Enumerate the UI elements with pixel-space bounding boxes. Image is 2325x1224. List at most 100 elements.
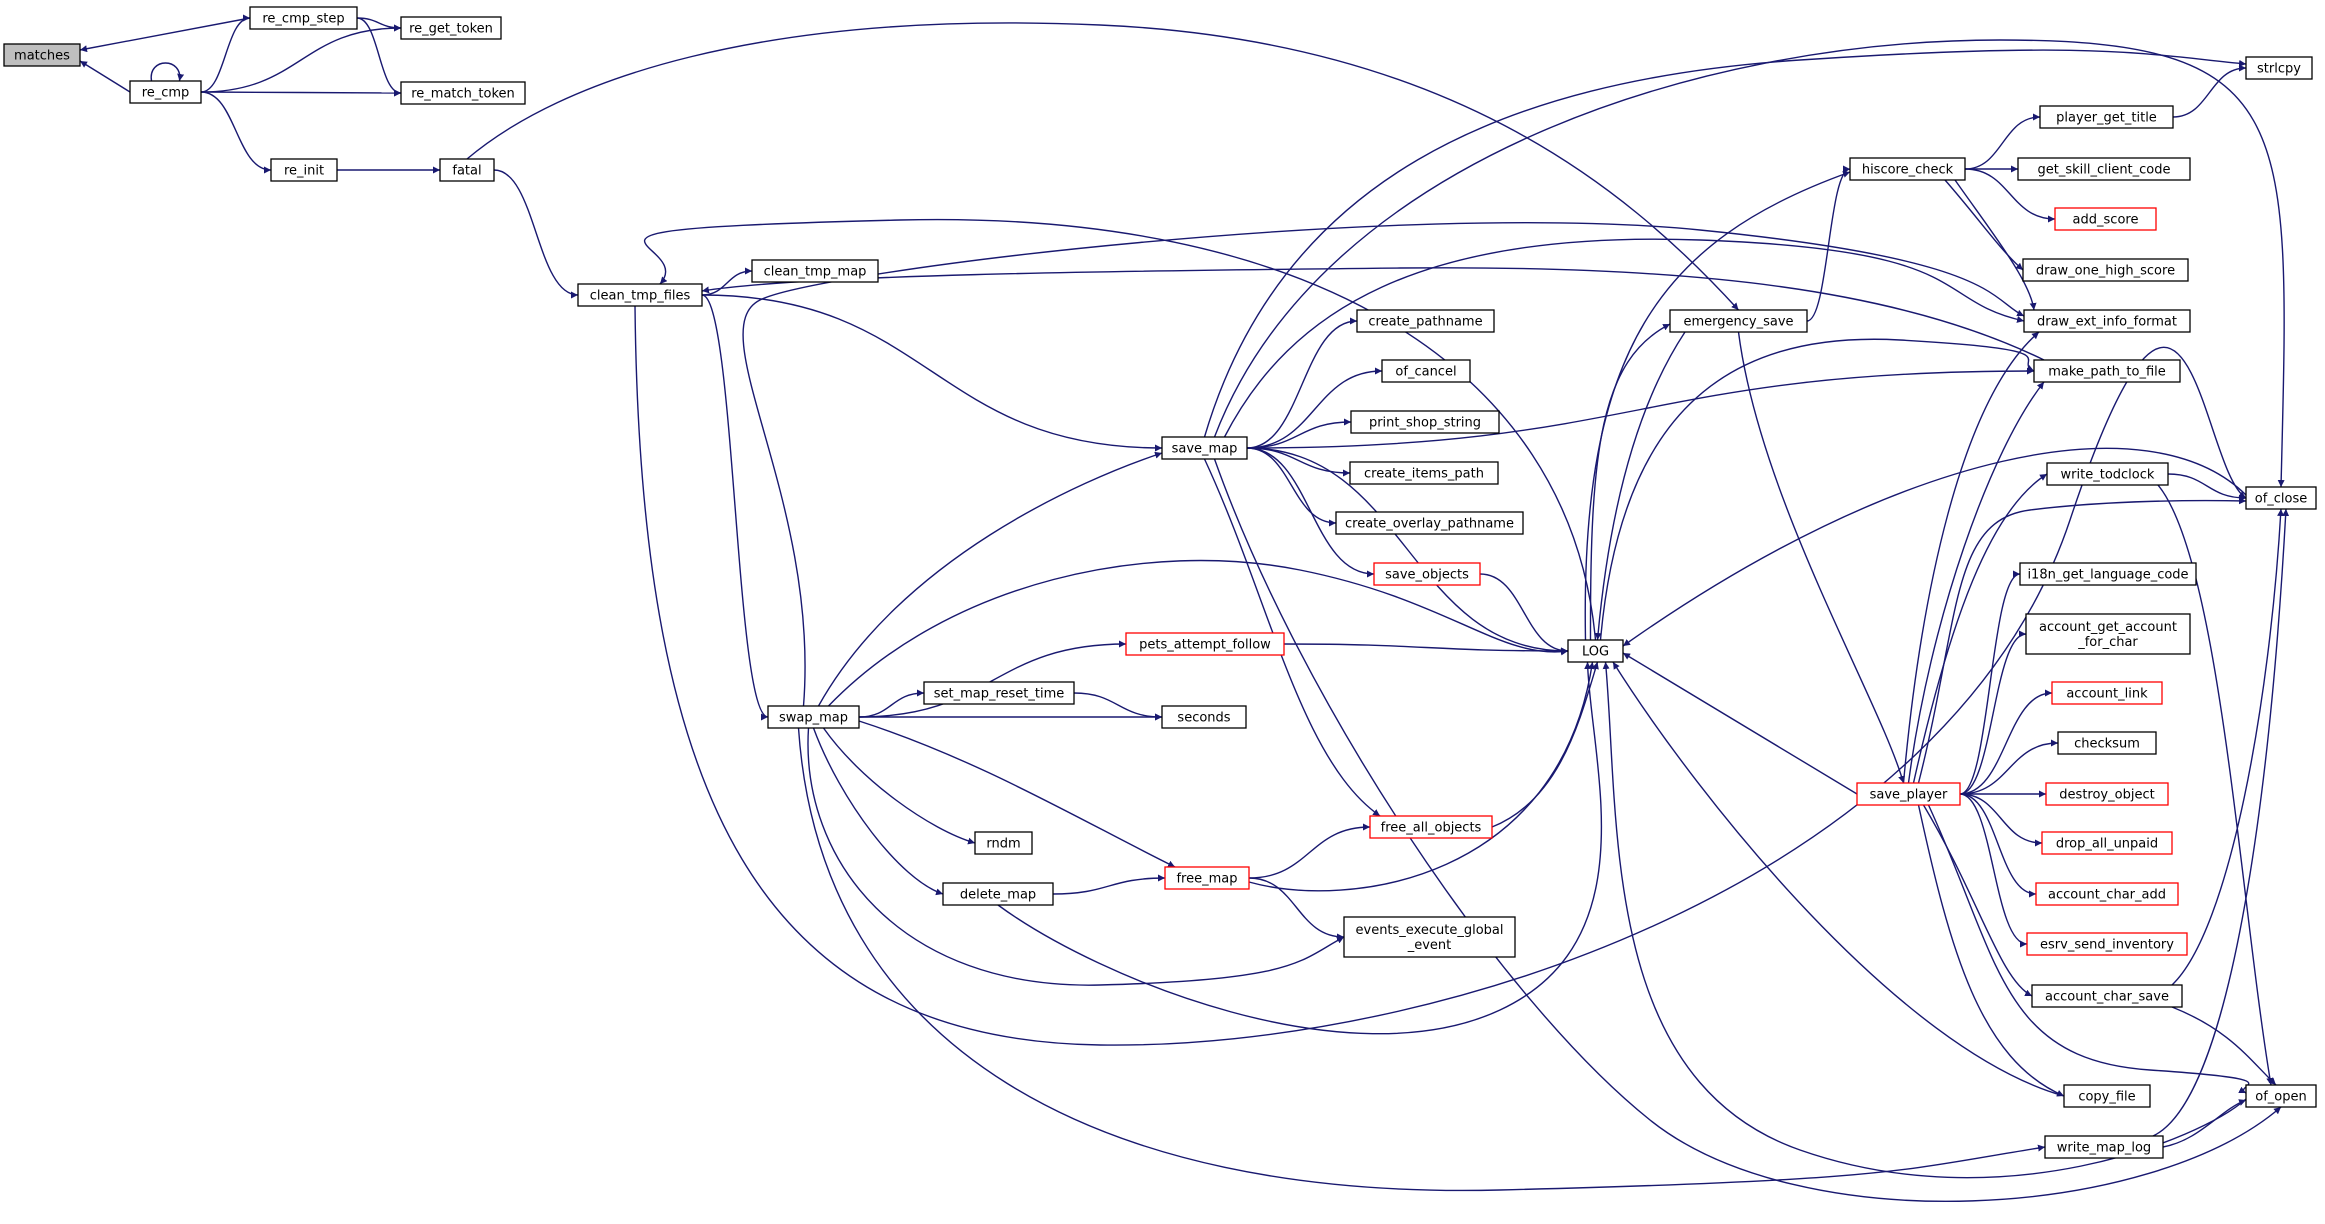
node-box [1856, 782, 1961, 806]
node-label: account_link [2066, 687, 2148, 702]
node-label: of_close [2255, 492, 2308, 507]
node-create_pathname[interactable]: create_pathname [1356, 309, 1495, 333]
node-strlcpy[interactable]: strlcpy [2245, 56, 2313, 80]
edge-save_map-to-of_close [1213, 39, 2285, 488]
node-box [923, 681, 1075, 705]
node-of_open[interactable]: of_open [2245, 1084, 2317, 1108]
node-label: esrv_send_inventory [2040, 938, 2174, 953]
node-of_cancel[interactable]: of_cancel [1381, 359, 1471, 383]
node-save_player[interactable]: save_player [1856, 782, 1961, 806]
node-add_score[interactable]: add_score [2054, 207, 2157, 231]
node-account_char_add[interactable]: account_char_add [2035, 882, 2179, 906]
node-make_path_to_file[interactable]: make_path_to_file [2033, 359, 2181, 383]
node-events_execute_global_event[interactable]: events_execute_global_event [1343, 916, 1516, 958]
node-label: re_cmp [142, 86, 190, 101]
node-rndm[interactable]: rndm [974, 831, 1033, 855]
node-write_todclock[interactable]: write_todclock [2046, 462, 2169, 486]
node-box [1669, 309, 1808, 333]
node-account_link[interactable]: account_link [2051, 681, 2163, 705]
edge-LOG-to-make_path_to_file [1599, 338, 2035, 641]
edge-of_close-to-LOG [1622, 447, 2247, 647]
node-clean_tmp_files[interactable]: clean_tmp_files [577, 283, 703, 307]
edge-free_map-to-events_execute_global_event [1248, 877, 1345, 941]
node-re_cmp[interactable]: re_cmp [129, 80, 202, 104]
edge-clean_tmp_files-to-save_map [701, 294, 1163, 452]
node-create_items_path[interactable]: create_items_path [1349, 461, 1499, 485]
node-free_all_objects[interactable]: free_all_objects [1369, 815, 1493, 839]
node-label: set_map_reset_time [934, 687, 1065, 702]
node-pets_attempt_follow[interactable]: pets_attempt_follow [1125, 632, 1285, 656]
node-copy_file[interactable]: copy_file [2063, 1084, 2151, 1108]
node-box [2041, 831, 2173, 855]
node-account_get_account_for_char[interactable]: account_get_account_for_char [2025, 613, 2191, 655]
edge-emergency_save-to-LOG [1594, 331, 1686, 641]
node-box [2031, 984, 2183, 1008]
node-print_shop_string[interactable]: print_shop_string [1350, 410, 1500, 434]
node-clean_tmp_map[interactable]: clean_tmp_map [751, 259, 879, 283]
node-delete_map[interactable]: delete_map [942, 882, 1054, 906]
node-create_overlay_pathname[interactable]: create_overlay_pathname [1335, 511, 1524, 535]
edge-free_map-to-free_all_objects [1248, 823, 1371, 879]
node-box [2057, 731, 2157, 755]
node-emergency_save[interactable]: emergency_save [1669, 309, 1808, 333]
edge-save_player-to-account_get_account_for_char [1959, 630, 2027, 795]
edge-save_map-to-create_overlay_pathname [1246, 447, 1337, 527]
node-checksum[interactable]: checksum [2057, 731, 2157, 755]
node-box [2026, 932, 2188, 956]
node-matches[interactable]: matches [3, 43, 81, 67]
node-box [751, 259, 879, 283]
edge-swap_map-to-free_map [858, 720, 1176, 868]
node-box [2245, 56, 2313, 80]
edge-fatal-to-emergency_save [466, 22, 1740, 311]
edge-hiscore_check-to-draw_ext_info_format [1954, 179, 2037, 311]
node-label: drop_all_unpaid [2056, 837, 2158, 852]
node-draw_one_high_score[interactable]: draw_one_high_score [2022, 258, 2189, 282]
node-box [942, 882, 1054, 906]
edge-save_map-to-print_shop_string [1246, 418, 1352, 449]
node-re_match_token[interactable]: re_match_token [400, 81, 526, 105]
node-box [2019, 562, 2197, 586]
node-hiscore_check[interactable]: hiscore_check [1849, 157, 1966, 181]
edge-delete_map-to-free_map [1052, 874, 1166, 895]
node-of_close[interactable]: of_close [2245, 486, 2317, 510]
node-player_get_title[interactable]: player_get_title [2039, 105, 2174, 129]
node-swap_map[interactable]: swap_map [767, 705, 860, 729]
node-box [3, 43, 81, 67]
node-re_get_token[interactable]: re_get_token [400, 16, 502, 40]
node-label: fatal [452, 164, 481, 179]
node-destroy_object[interactable]: destroy_object [2045, 782, 2169, 806]
node-seconds[interactable]: seconds [1161, 705, 1247, 729]
node-save_map[interactable]: save_map [1161, 436, 1248, 460]
edge-save_map-to-draw_ext_info_format [1223, 238, 2025, 438]
node-save_objects[interactable]: save_objects [1373, 562, 1481, 586]
node-label: destroy_object [2059, 788, 2154, 803]
edge-re_cmp-to-re_get_token [200, 24, 402, 93]
edge-swap_map-to-LOG [827, 559, 1569, 707]
node-box [577, 283, 703, 307]
node-label: get_skill_client_code [2037, 163, 2170, 178]
node-LOG[interactable]: LOG [1567, 639, 1624, 663]
node-drop_all_unpaid[interactable]: drop_all_unpaid [2041, 831, 2173, 855]
edge-write_todclock-to-of_close [2167, 473, 2247, 502]
edge-re_cmp_step-to-matches [79, 17, 251, 53]
node-get_skill_client_code[interactable]: get_skill_client_code [2017, 157, 2191, 181]
edge-write_todclock-to-of_open [2157, 484, 2274, 1086]
node-fatal[interactable]: fatal [439, 158, 495, 182]
node-free_map[interactable]: free_map [1164, 866, 1250, 890]
node-account_char_save[interactable]: account_char_save [2031, 984, 2183, 1008]
node-draw_ext_info_format[interactable]: draw_ext_info_format [2023, 309, 2191, 333]
node-box [1161, 436, 1248, 460]
edge-save_player-to-make_path_to_file [1907, 381, 2045, 784]
edge-re_cmp_step-to-re_get_token [356, 17, 402, 32]
edge-player_get_title-to-strlcpy [2172, 64, 2247, 118]
node-re_cmp_step[interactable]: re_cmp_step [249, 6, 358, 30]
node-esrv_send_inventory[interactable]: esrv_send_inventory [2026, 932, 2188, 956]
node-re_init[interactable]: re_init [270, 158, 338, 182]
node-i18n_get_language_code[interactable]: i18n_get_language_code [2019, 562, 2197, 586]
node-write_map_log[interactable]: write_map_log [2044, 1135, 2164, 1159]
edge-swap_map-to-rndm [822, 727, 976, 845]
edge-save_player-to-drop_all_unpaid [1959, 793, 2043, 847]
node-set_map_reset_time[interactable]: set_map_reset_time [923, 681, 1075, 705]
node-label: copy_file [2078, 1090, 2135, 1105]
edge-save_map-to-strlcpy [1203, 49, 2247, 438]
